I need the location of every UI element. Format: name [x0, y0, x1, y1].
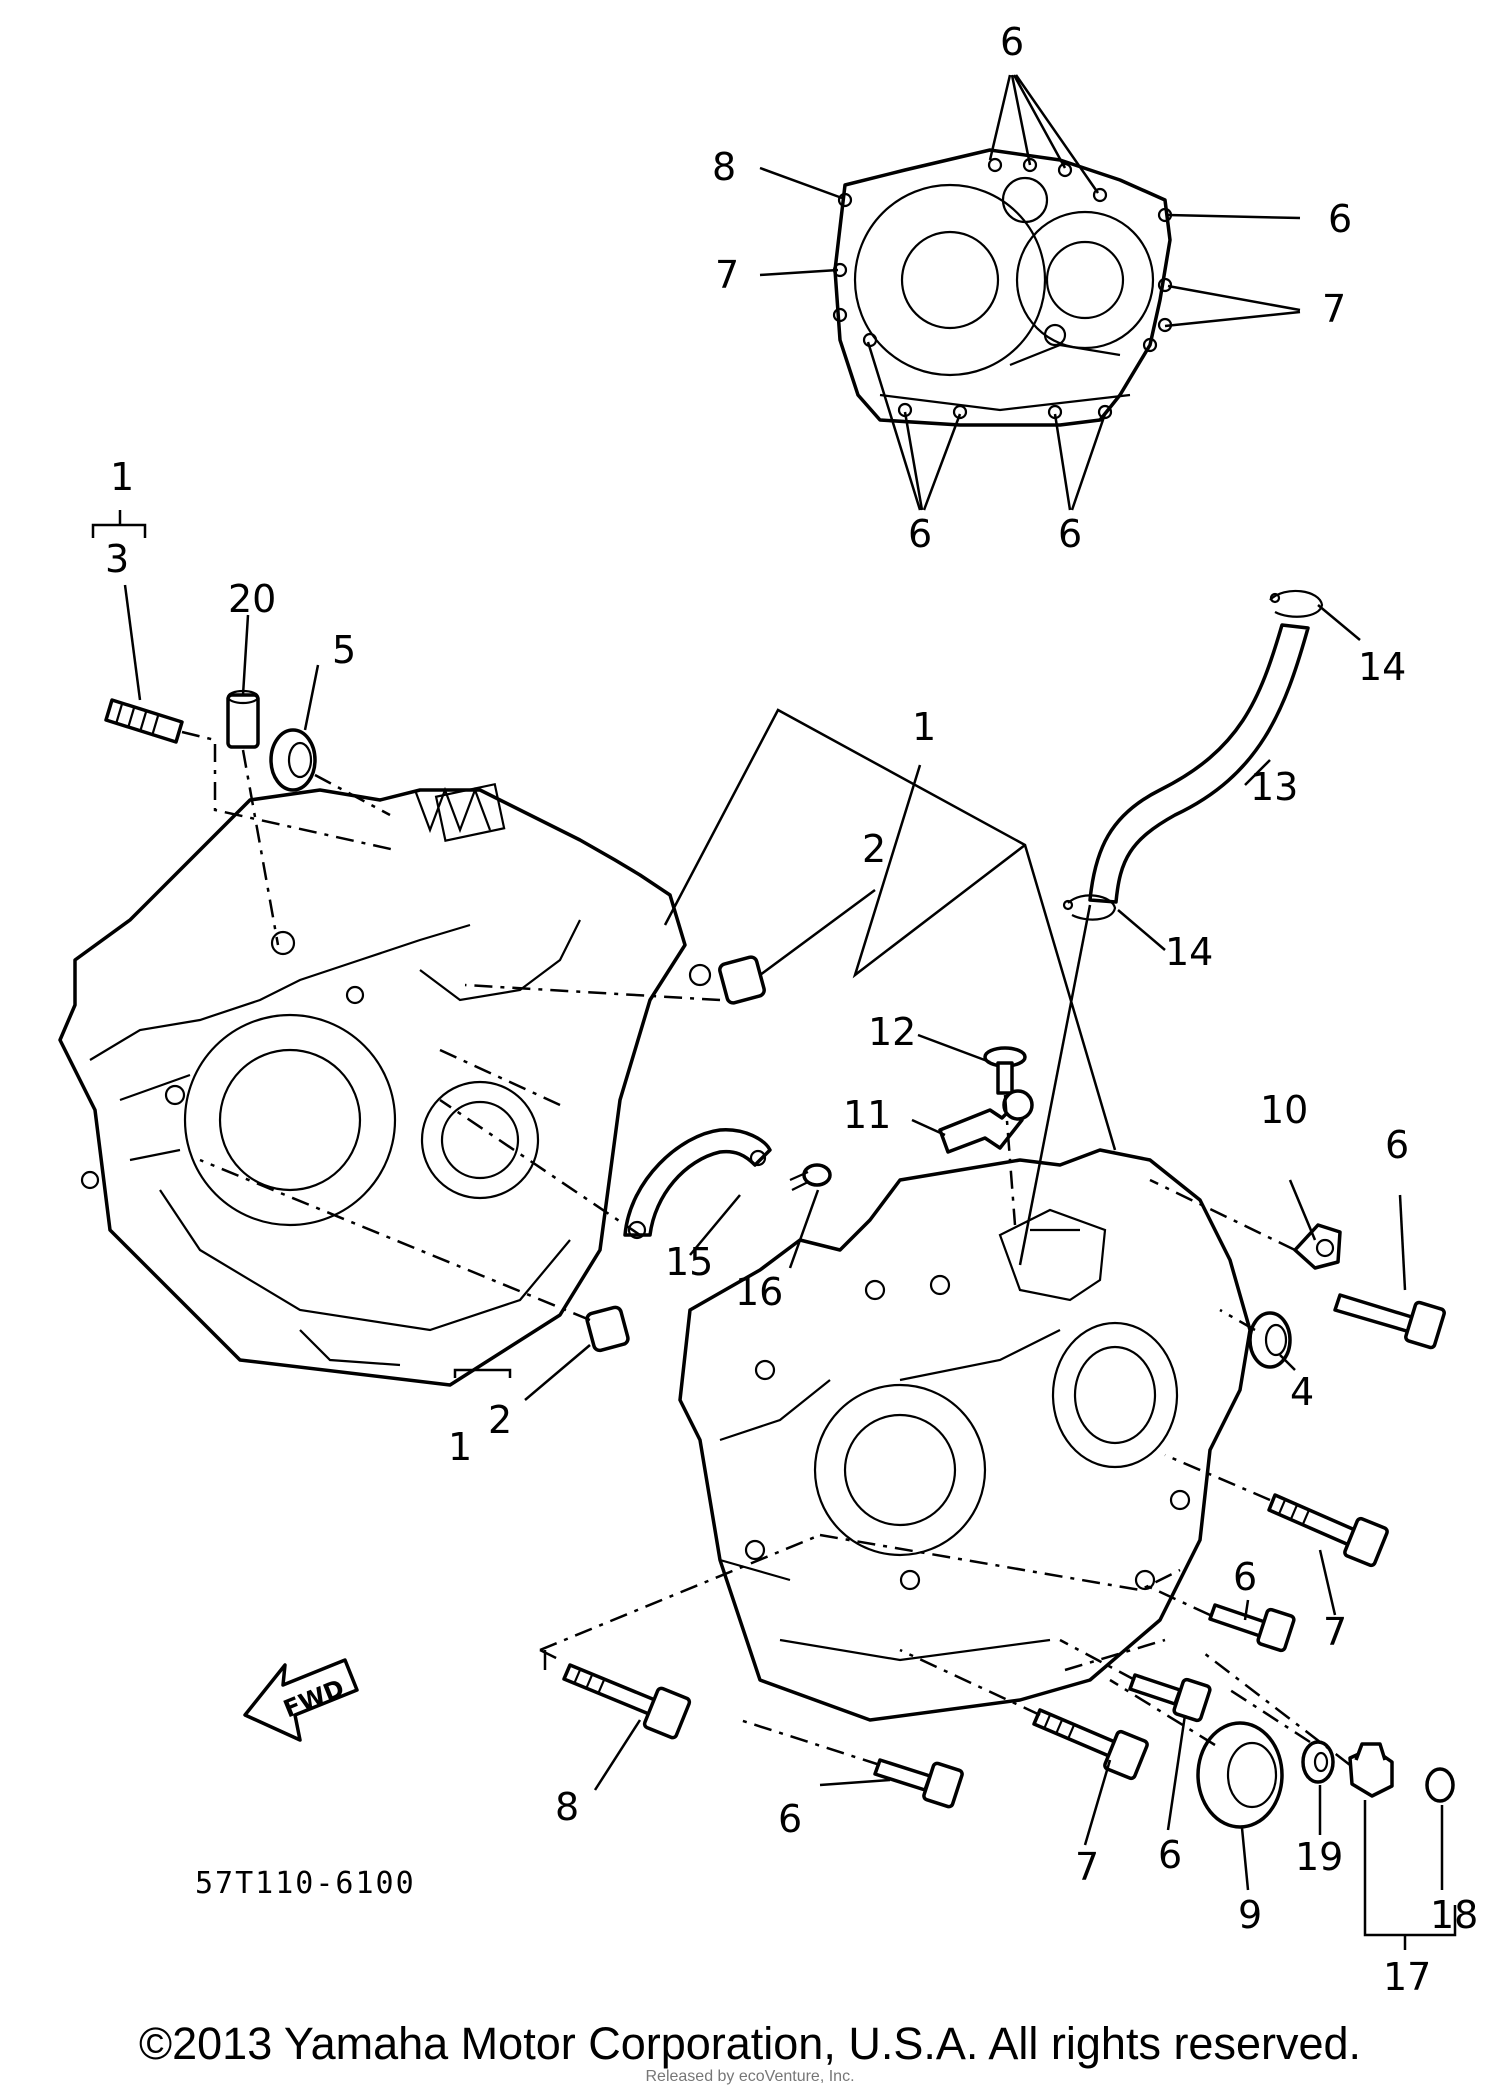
callout-8-bot: 8 — [555, 1785, 579, 1829]
callout-3: 3 — [105, 537, 129, 581]
callout-15: 15 — [665, 1240, 713, 1284]
release-watermark: Released by ecoVenture, Inc. — [645, 2068, 855, 2085]
part-2-dowel-bottom — [585, 1305, 630, 1353]
callout-6-r1: 6 — [1385, 1123, 1409, 1167]
part-6-bolt-r1 — [1333, 1293, 1446, 1350]
callout-6-bot2: 6 — [1158, 1833, 1182, 1877]
right-crankcase — [678, 1148, 1252, 1722]
part-4-seal — [1248, 1311, 1292, 1369]
part-7-bolt-r — [1267, 1493, 1389, 1568]
bolt-pattern-inset — [759, 74, 1301, 511]
part-10-clamp — [1293, 1223, 1342, 1270]
callout-6-botleft: 6 — [908, 512, 932, 556]
callout-14-top: 14 — [1358, 645, 1406, 689]
callout-10: 10 — [1260, 1088, 1308, 1132]
part-6-bolt-r2 — [1208, 1603, 1296, 1653]
callout-6-r2: 6 — [1233, 1555, 1257, 1599]
part-16-screw — [789, 1163, 832, 1191]
part-20-dowel — [226, 689, 260, 749]
drawing-code: 57T110-6100 — [195, 1866, 416, 1901]
callout-11: 11 — [843, 1093, 891, 1137]
callout-14-mid: 14 — [1165, 930, 1213, 974]
part-13-hose — [1088, 623, 1310, 904]
callout-16: 16 — [735, 1270, 783, 1314]
callout-7-topright: 7 — [1322, 287, 1346, 331]
part-9-seal — [1196, 1721, 1284, 1829]
callout-9: 9 — [1238, 1893, 1262, 1937]
part-18-oring — [1425, 1767, 1455, 1803]
callout-18: 18 — [1430, 1893, 1478, 1937]
callout-2-top: 2 — [862, 827, 886, 871]
callout-1-main: 1 — [912, 705, 936, 749]
left-crankcase — [58, 782, 712, 1387]
callout-6-topright: 6 — [1328, 197, 1352, 241]
part-8-bolt — [562, 1663, 692, 1740]
callout-7-bot: 7 — [1075, 1845, 1099, 1889]
callout-7-r: 7 — [1323, 1610, 1347, 1654]
callout-20: 20 — [228, 577, 276, 621]
callout-1-group: 1 — [110, 455, 134, 499]
callout-1-sub: 1 — [448, 1425, 472, 1469]
fwd-arrow — [243, 1658, 359, 1742]
part-6-bolt-bot — [873, 1758, 964, 1809]
callout-13: 13 — [1250, 765, 1298, 809]
part-7-bolt-bot — [1032, 1708, 1149, 1781]
callout-2-bot: 2 — [488, 1398, 512, 1442]
part-15-plate — [623, 1128, 772, 1240]
leader-lines — [91, 510, 1457, 1950]
callout-5: 5 — [332, 628, 356, 672]
callout-6-botright: 6 — [1058, 512, 1082, 556]
copyright-notice: ©2013 Yamaha Motor Corporation, U.S.A. A… — [138, 2018, 1362, 2069]
callout-6-bot: 6 — [778, 1797, 802, 1841]
callout-17: 17 — [1383, 1955, 1431, 1999]
part-11-bracket — [938, 1089, 1034, 1154]
part-6-bolt-bot2 — [1128, 1673, 1212, 1723]
part-3-stud — [104, 698, 184, 744]
callout-labels: 6 8 6 7 7 6 6 1 3 20 5 14 13 1 2 14 12 1… — [105, 20, 1478, 1999]
callout-8-top: 8 — [712, 145, 736, 189]
part-2-dowel-top — [718, 955, 766, 1005]
callout-19: 19 — [1295, 1835, 1343, 1879]
callout-6-top: 6 — [1000, 20, 1024, 64]
callout-4: 4 — [1290, 1370, 1314, 1414]
part-12-screw — [983, 1046, 1027, 1095]
part-17-switch — [1348, 1742, 1394, 1798]
callout-7-topleft: 7 — [715, 253, 739, 297]
part-5-seal — [269, 728, 317, 792]
part-14-clamp-top — [1269, 589, 1324, 618]
callout-12: 12 — [868, 1010, 916, 1054]
